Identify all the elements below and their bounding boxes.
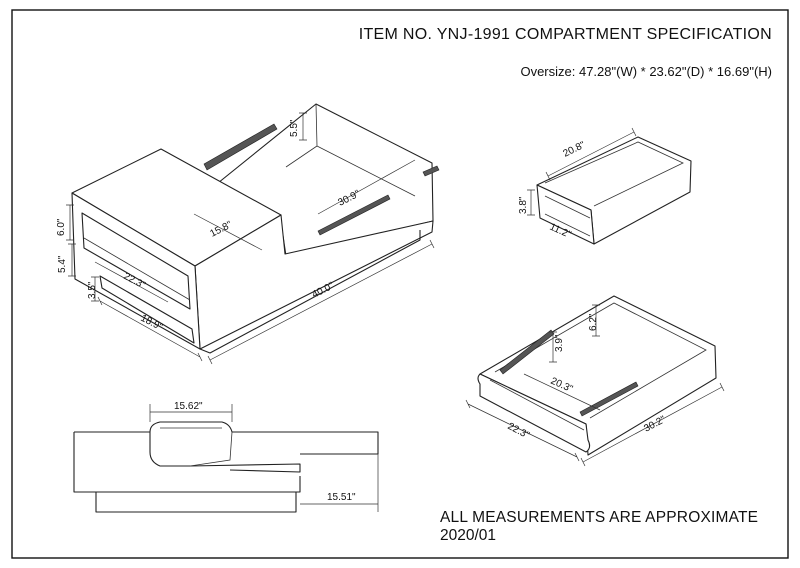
dim-15-51: 15.51"	[327, 492, 356, 503]
table-side-view: 15.62" 15.51"	[73, 401, 379, 513]
slide-rail	[203, 123, 278, 171]
dim-6-2: 6.2"	[588, 313, 599, 331]
slide-rail	[317, 194, 391, 236]
oversize-spec: Oversize: 47.28"(W) * 23.62"(D) * 16.69"…	[520, 64, 772, 79]
dim-5-4: 5.4"	[57, 255, 68, 273]
dim-3-9: 3.9"	[554, 334, 565, 352]
large-drawer-view: 6.2" 3.9" 20.3" 22.3" 30.2"	[465, 295, 725, 467]
dim-20-8: 20.8"	[561, 140, 587, 160]
slide-rail	[422, 165, 440, 177]
dim-15-62: 15.62"	[174, 401, 203, 412]
sheet-border	[11, 9, 789, 559]
dim-6-0: 6.0"	[56, 218, 67, 236]
page-title: ITEM NO. YNJ-1991 COMPARTMENT SPECIFICAT…	[358, 26, 772, 43]
dim-3-5: 3.5"	[87, 281, 98, 299]
slide-rail	[499, 329, 555, 375]
dim-5-5: 5.5"	[289, 119, 300, 137]
revision-date: 2020/01	[440, 527, 497, 544]
table-isometric-view: 5.5" 30.9" 15.8" 6.0" 5.4" 22.3" 3.5" 40…	[56, 103, 440, 365]
measurement-note: ALL MEASUREMENTS ARE APPROXIMATE	[440, 509, 759, 526]
dim-3-8: 3.8"	[518, 196, 529, 214]
large-drawer-front	[477, 373, 591, 453]
dim-22-3: 22.3"	[506, 421, 532, 442]
small-drawer-view: 20.8" 3.8" 11.2"	[518, 127, 692, 245]
small-drawer-front	[536, 184, 595, 245]
